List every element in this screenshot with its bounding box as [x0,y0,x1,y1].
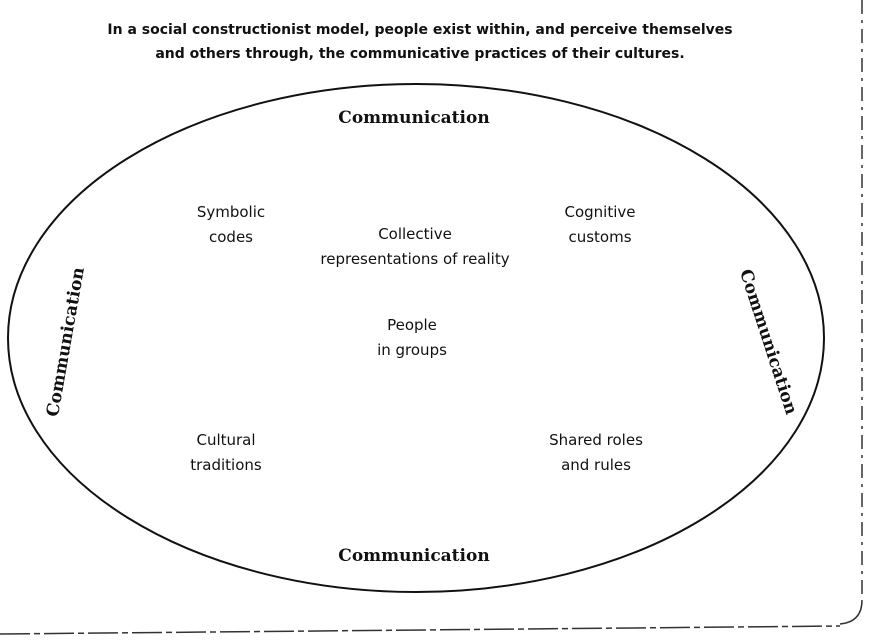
page-frame-corner [839,599,863,625]
node-shared-roles-line-2: and rules [561,456,631,474]
communication-top-label: Communication [338,108,490,128]
node-collective-line-2: representations of reality [320,250,510,268]
node-cultural-traditions: Cultural traditions [166,428,286,478]
communication-bottom-label: Communication [338,546,490,566]
node-collective-representations: Collective representations of reality [300,222,530,272]
node-symbolic-codes-line-2: codes [209,228,253,246]
node-people-line-2: in groups [377,341,447,359]
caption-line-2: and others through, the communicative pr… [155,46,685,62]
node-symbolic-codes-line-1: Symbolic [196,203,266,221]
node-people-in-groups: People in groups [352,313,472,363]
node-cognitive-customs: Cognitive customs [540,200,660,250]
node-cultural-traditions-line-1: Cultural [196,431,256,449]
node-people-line-1: People [387,316,437,334]
node-shared-roles-line-1: Shared roles [549,431,643,449]
node-cognitive-customs-line-1: Cognitive [564,203,636,221]
node-shared-roles-and-rules: Shared roles and rules [536,428,656,478]
diagram-caption: In a social constructionist model, peopl… [40,18,800,66]
page-frame-bottom [0,625,841,635]
node-symbolic-codes: Symbolic codes [171,200,291,250]
node-cultural-traditions-line-2: traditions [190,456,262,474]
node-collective-line-1: Collective [378,225,452,243]
caption-line-1: In a social constructionist model, peopl… [107,22,733,38]
communication-ellipse [7,83,825,593]
node-cognitive-customs-line-2: customs [568,228,632,246]
